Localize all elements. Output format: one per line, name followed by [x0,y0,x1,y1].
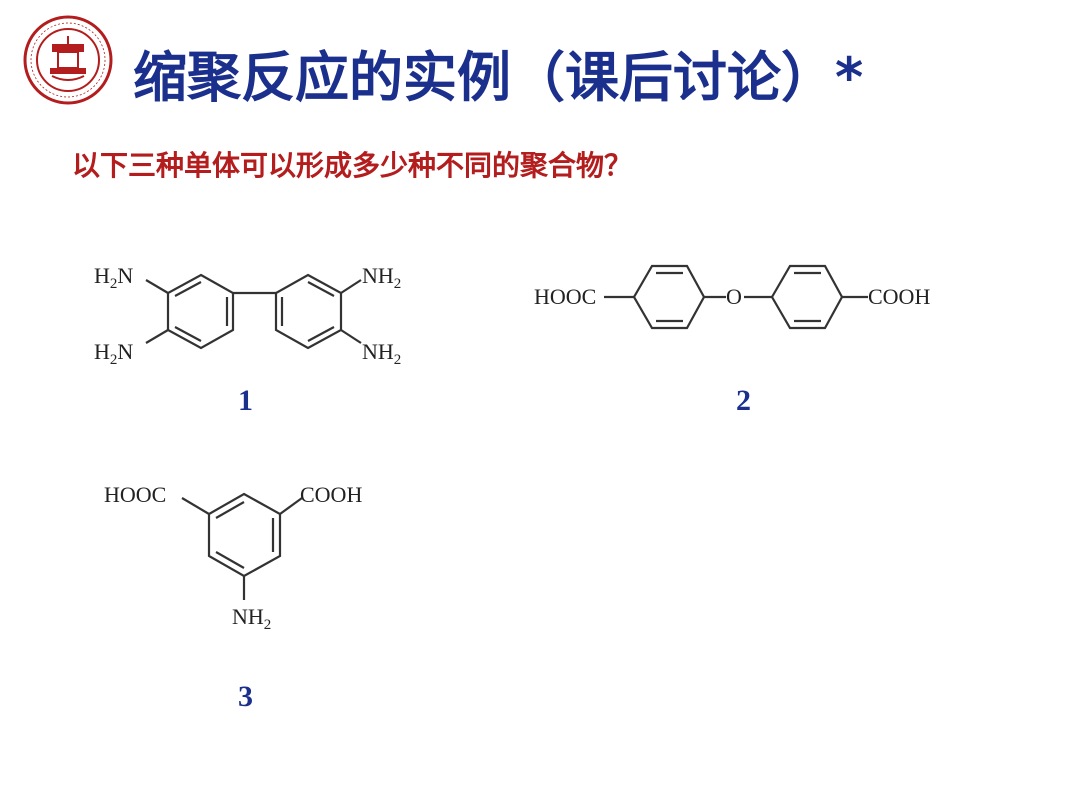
slide-title: 缩聚反应的实例（课后讨论）* [133,46,864,109]
amine-label: NH2 [362,263,401,292]
benzene-ring [770,264,844,330]
molecule-1-number: 1 [238,384,253,417]
carboxyl-label: HOOC [104,482,166,507]
carboxyl-label: COOH [868,284,930,309]
university-logo [22,14,114,106]
university-seal-icon [23,15,113,105]
carboxyl-label: HOOC [534,284,596,309]
molecule-2-structure: HOOC O COOH [532,258,952,338]
amine-label: NH2 [362,339,401,368]
amine-label: NH2 [232,604,271,633]
benzene-ring [207,492,282,578]
molecule-3-number: 3 [238,680,253,713]
molecule-3-structure: HOOC COOH NH2 [104,476,404,636]
molecule-2-number: 2 [736,384,751,417]
molecule-1-structure: H2N H2N NH2 NH2 [88,255,428,375]
benzene-ring [274,273,343,350]
benzene-ring [166,273,235,350]
carboxyl-label: COOH [300,482,362,507]
benzene-ring [632,264,706,330]
amine-label: H2N [94,339,133,368]
amine-label: H2N [94,263,133,292]
ether-oxygen-label: O [726,284,742,309]
question-text: 以下三种单体可以形成多少种不同的聚合物？ [72,149,633,182]
